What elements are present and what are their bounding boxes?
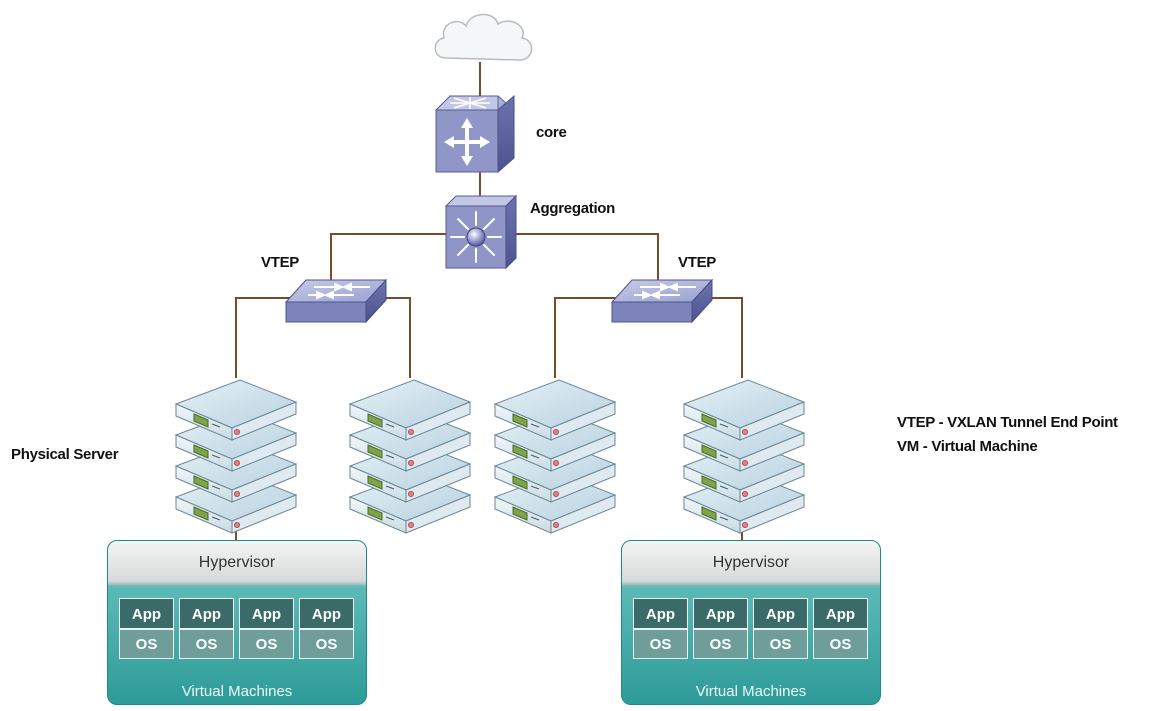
physical-server-stack: [348, 379, 472, 534]
aggregation-label: Aggregation: [530, 200, 616, 217]
hypervisor-label: Hypervisor: [712, 554, 790, 571]
virtual-machines-label: Virtual Machines: [181, 683, 293, 700]
physical-server-label: Physical Server: [11, 446, 119, 463]
vm-os-2: OS: [693, 629, 748, 659]
core-router-icon: [434, 94, 516, 174]
link-vtep-right-server-3: [554, 297, 620, 378]
vtep-left-label: VTEP: [261, 254, 299, 271]
vm-app-1: App: [633, 598, 688, 629]
link-vtep-left-server-1: [235, 297, 296, 378]
physical-server-stack: [493, 379, 617, 534]
vm-os-4: OS: [299, 629, 354, 659]
vm-app-4: App: [813, 598, 868, 629]
legend-vm: VM - Virtual Machine: [897, 438, 1038, 455]
vm-os-1: OS: [633, 629, 688, 659]
physical-server-stack: [174, 379, 298, 534]
hypervisor-group-left: Hypervisor App OS App OS App OS App OS V…: [107, 540, 367, 705]
link-aggregation-vtep-left: [330, 233, 447, 282]
vtep-right-label: VTEP: [678, 254, 716, 271]
vm-os-3: OS: [239, 629, 294, 659]
legend-vtep: VTEP - VXLAN Tunnel End Point: [897, 414, 1118, 431]
vm-os-3: OS: [753, 629, 808, 659]
access-switch-icon: [610, 278, 714, 324]
aggregation-switch-icon: [444, 194, 518, 270]
server-icon: [174, 379, 298, 441]
physical-server-stack: [682, 379, 806, 534]
vm-os-4: OS: [813, 629, 868, 659]
vm-os-2: OS: [179, 629, 234, 659]
link-vtep-right-server-4: [700, 297, 743, 378]
vm-app-2: App: [179, 598, 234, 629]
hypervisor-label: Hypervisor: [198, 554, 276, 571]
virtual-machines-label: Virtual Machines: [695, 683, 807, 700]
core-label: core: [536, 124, 567, 141]
server-stacks: [174, 379, 806, 534]
vm-app-4: App: [299, 598, 354, 629]
access-switch-icon: [284, 278, 388, 324]
hypervisor-divider: [108, 585, 366, 586]
hypervisor-group-right: Hypervisor App OS App OS App OS App OS V…: [621, 540, 881, 705]
vm-app-2: App: [693, 598, 748, 629]
vm-os-1: OS: [119, 629, 174, 659]
vm-app-3: App: [753, 598, 808, 629]
link-aggregation-vtep-right: [514, 233, 659, 282]
hypervisor-divider: [622, 585, 880, 586]
server-icon: [493, 379, 617, 441]
cloud-icon: [434, 13, 533, 61]
server-icon: [682, 379, 806, 441]
vm-app-1: App: [119, 598, 174, 629]
vm-app-3: App: [239, 598, 294, 629]
server-icon: [348, 379, 472, 441]
